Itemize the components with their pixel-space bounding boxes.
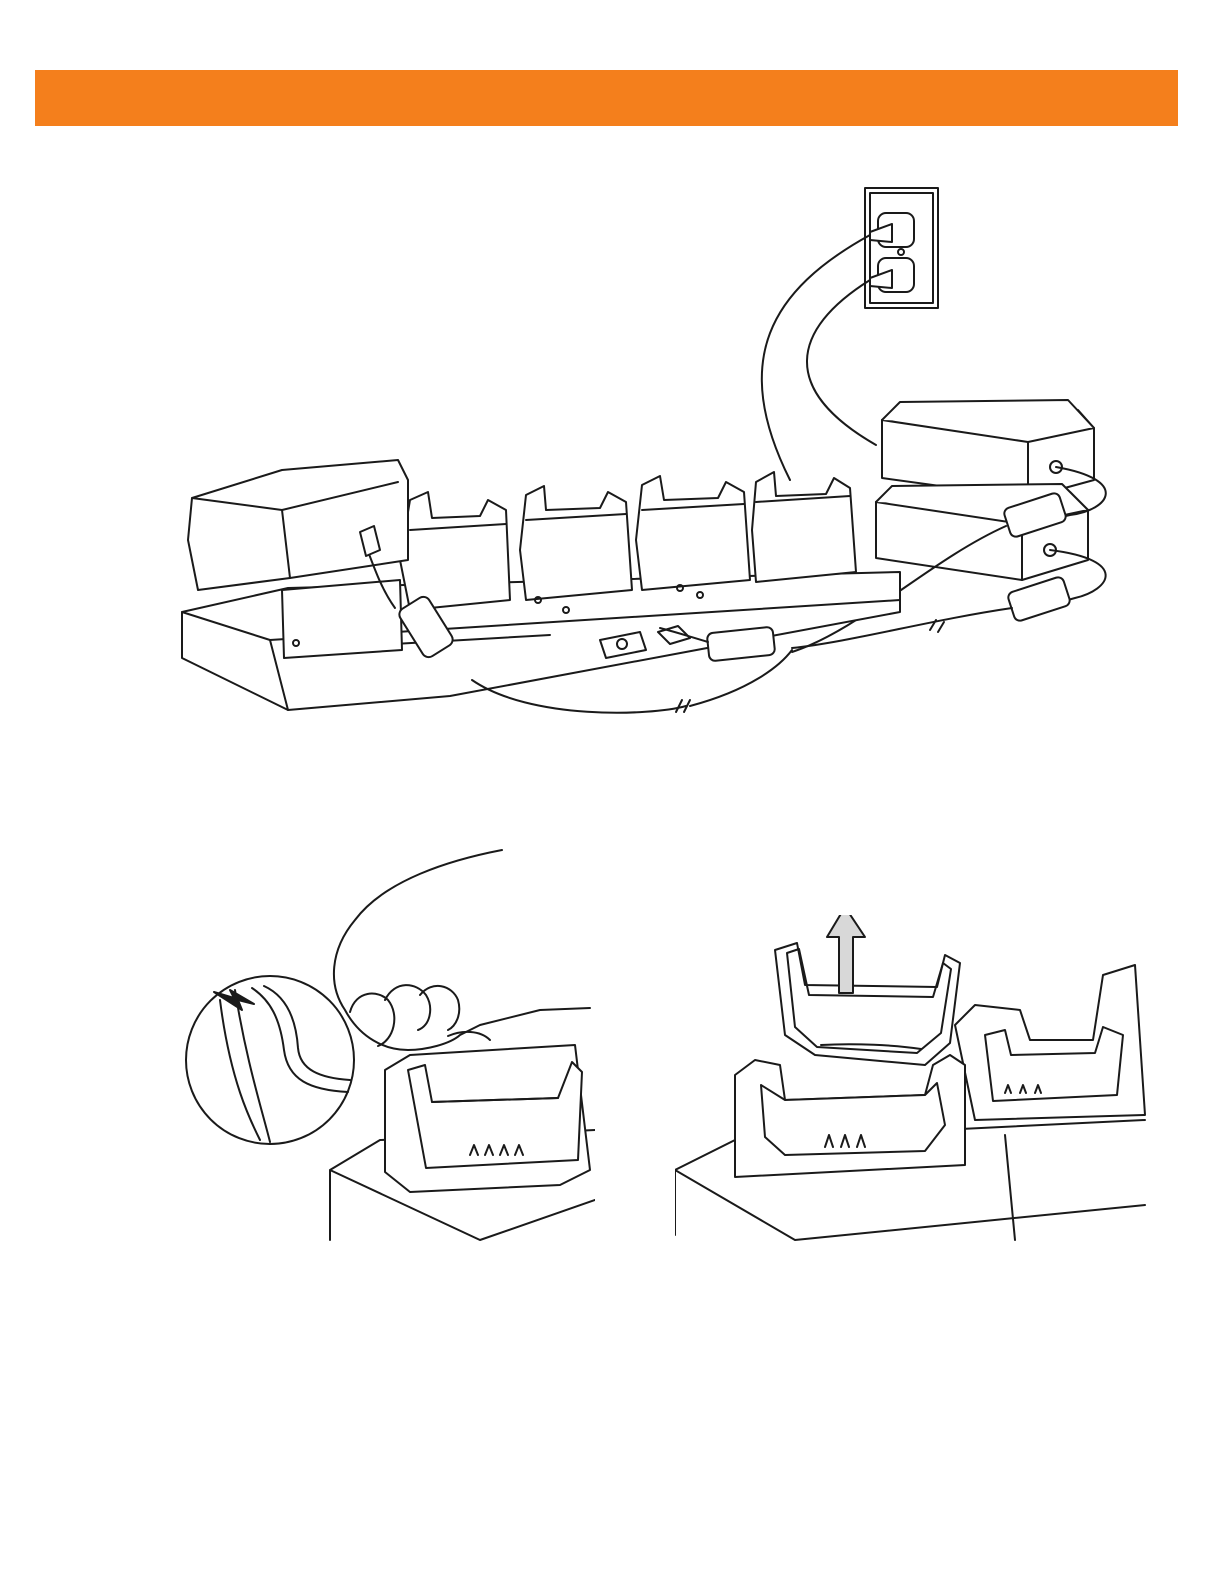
cup-removal-figure — [675, 915, 1150, 1250]
header-bar — [35, 70, 1178, 126]
cradle-power-figure — [170, 180, 1130, 740]
lift-arrow-icon — [827, 915, 865, 993]
cup-release-figure — [180, 840, 595, 1250]
magnified-latch-icon — [186, 976, 354, 1144]
wall-outlet-icon — [865, 188, 938, 308]
charging-cup-icon — [775, 943, 960, 1065]
ferrite-cable-icon — [1007, 576, 1071, 622]
ferrite-cable-icon — [707, 627, 776, 662]
multi-slot-cradle-icon — [182, 460, 900, 710]
hand-icon — [334, 850, 590, 1050]
